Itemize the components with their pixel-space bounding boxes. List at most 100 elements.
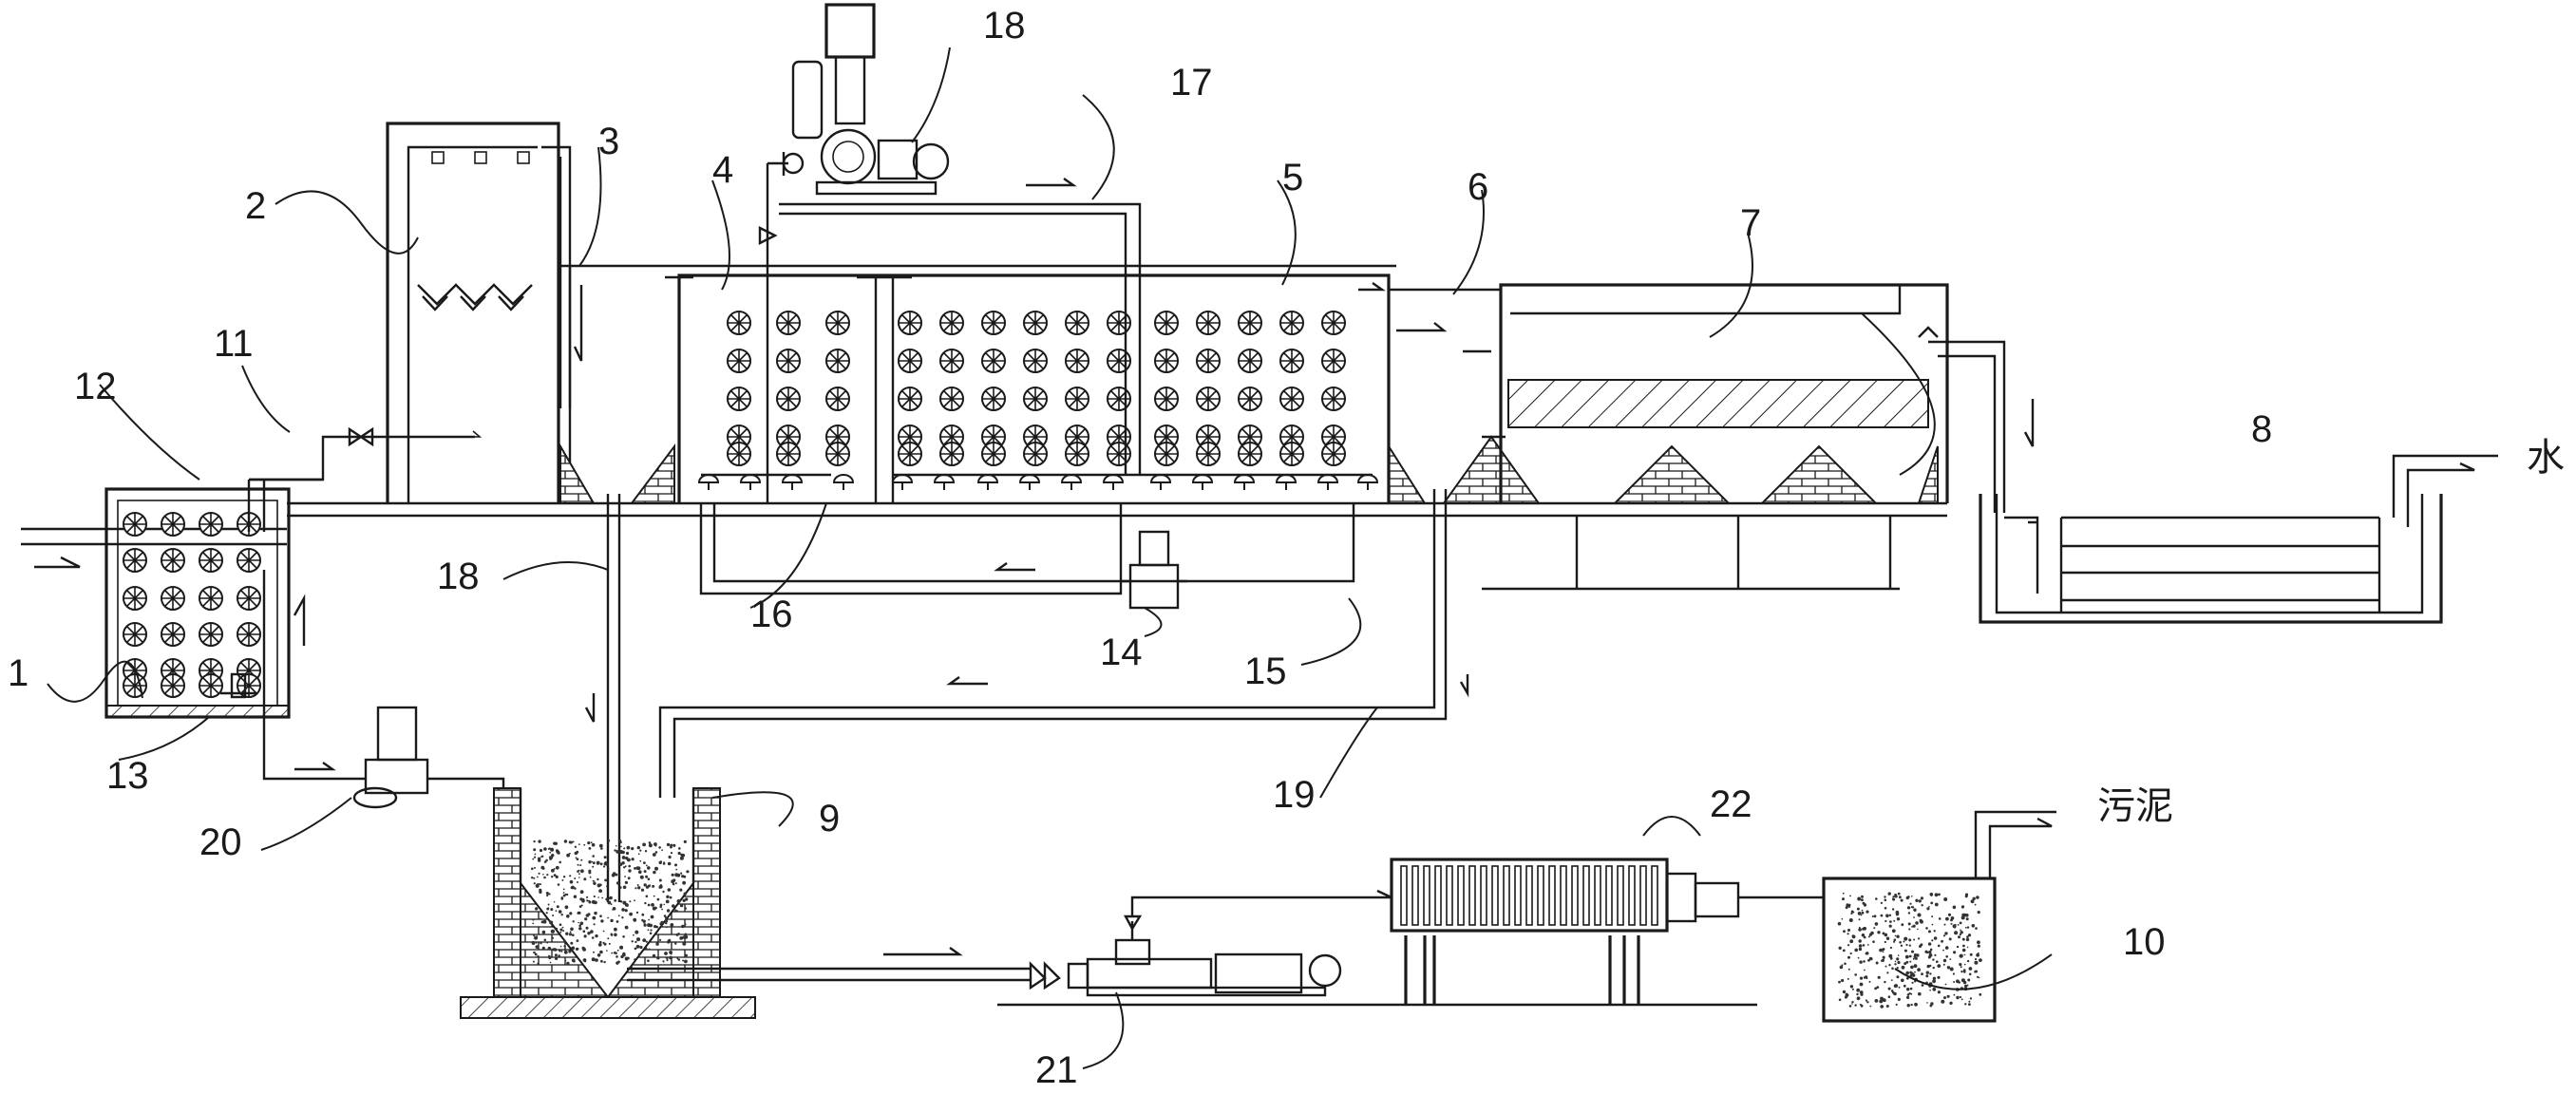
filter-plate: [1537, 865, 1544, 926]
filter-plate: [1434, 865, 1442, 926]
aerator-disc: [1321, 387, 1346, 411]
flow-arrow: [1459, 674, 1469, 698]
label-21: 21: [1035, 1049, 1078, 1091]
aerator-disc: [1065, 311, 1089, 335]
aerator-disc: [1154, 349, 1179, 373]
aerator-disc: [981, 387, 1006, 411]
aerator-disc: [1023, 311, 1048, 335]
aerator-disc: [1238, 442, 1262, 466]
aerator-disc: [981, 442, 1006, 466]
aerator-disc: [1065, 442, 1089, 466]
brick-hoppers: [559, 435, 1939, 504]
flow-arrow: [994, 562, 1035, 572]
aerator-disc: [161, 512, 185, 537]
aerator-disc: [1238, 387, 1262, 411]
aerator-disc: [1196, 349, 1221, 373]
aerator-disc: [1196, 311, 1221, 335]
aerator-disc: [1023, 349, 1048, 373]
flow-arrow: [1026, 178, 1077, 187]
aerator-disc: [237, 586, 261, 611]
label-3: 3: [598, 121, 619, 162]
tank-8: [1979, 454, 2498, 624]
aerator-disc: [1321, 349, 1346, 373]
filter-plate: [1491, 865, 1499, 926]
aerator-disc: [199, 512, 223, 537]
aerator-disc: [939, 387, 964, 411]
filter-plate: [1411, 865, 1419, 926]
diffuser-bell: [833, 474, 854, 491]
label-6: 6: [1468, 166, 1488, 208]
part-labels: 1 2 3 4 5 6 7 8 9 10 11 12 13 14 15 16 1…: [8, 5, 2565, 1091]
filter-plate: [1651, 865, 1658, 926]
leader-lines: [47, 47, 2053, 1069]
flow-arrow: [293, 594, 306, 646]
aeration-tank-4-5: [665, 274, 1391, 503]
aerator-disc: [1321, 442, 1346, 466]
label-22: 22: [1710, 783, 1752, 825]
aerator-disc: [1279, 387, 1304, 411]
diffuser-bells: [698, 474, 1378, 491]
diffuser-bell: [1276, 474, 1297, 491]
filter-plate: [1639, 865, 1647, 926]
aerator-disc: [1279, 442, 1304, 466]
aerator-disc: [1154, 387, 1179, 411]
label-15: 15: [1244, 651, 1287, 692]
diffuser-bell: [782, 474, 803, 491]
filter-plate: [1514, 865, 1522, 926]
aerator-disc: [939, 349, 964, 373]
filter-plate: [1446, 865, 1453, 926]
flow-arrow: [294, 762, 336, 771]
tank-5-aerators-a: [898, 311, 1131, 466]
flow-arrow: [946, 676, 988, 686]
valve-11: [348, 426, 374, 447]
aerator-disc: [161, 548, 185, 573]
aerator-disc: [1196, 387, 1221, 411]
pump-20: [352, 706, 505, 817]
filter-plate: [1423, 865, 1430, 926]
aerator-disc: [898, 349, 922, 373]
pipe-tank1-to-pump20: [262, 570, 357, 781]
filter-plate: [1582, 865, 1590, 926]
label-sludge: 污泥: [2097, 784, 2173, 828]
aerator-disc: [123, 548, 147, 573]
aerator-disc: [898, 387, 922, 411]
diffuser-bell: [1357, 474, 1378, 491]
filter-plate: [1525, 865, 1533, 926]
diffuser-bell: [1192, 474, 1213, 491]
label-1: 1: [8, 652, 28, 694]
filter-press-22: [1368, 858, 1740, 1005]
filter-plate: [1468, 865, 1476, 926]
aerator-disc: [1107, 311, 1131, 335]
aerator-disc: [776, 442, 801, 466]
label-19: 19: [1273, 774, 1316, 816]
valve-13: [220, 672, 256, 699]
filter-plate: [1548, 865, 1556, 926]
aerator-disc: [161, 622, 185, 647]
aerator-disc: [1238, 311, 1262, 335]
aerator-disc: [825, 442, 850, 466]
flow-arrow: [883, 947, 963, 956]
filter-plate: [1400, 865, 1408, 926]
label-9: 9: [819, 798, 840, 839]
filter-plate: [1560, 865, 1567, 926]
unit-2: [386, 122, 572, 503]
aerator-disc: [898, 442, 922, 466]
aerator-disc: [1279, 311, 1304, 335]
filter-plate: [1457, 865, 1465, 926]
tank-7: [1482, 283, 1949, 591]
diffuser-bell: [892, 474, 913, 491]
sludge-9-particles: [531, 839, 690, 966]
label-7: 7: [1740, 202, 1761, 244]
filter-plate: [1480, 865, 1487, 926]
aerator-disc: [939, 311, 964, 335]
sludge-bin-10: [1822, 810, 2056, 1023]
pipe-21-to-22: [1130, 896, 1368, 916]
aerator-disc: [981, 311, 1006, 335]
filter-plate: [1503, 865, 1510, 926]
label-4: 4: [712, 149, 733, 191]
aerator-disc: [1065, 349, 1089, 373]
aerator-disc: [981, 349, 1006, 373]
label-10: 10: [2123, 921, 2166, 963]
aerator-disc: [199, 673, 223, 698]
